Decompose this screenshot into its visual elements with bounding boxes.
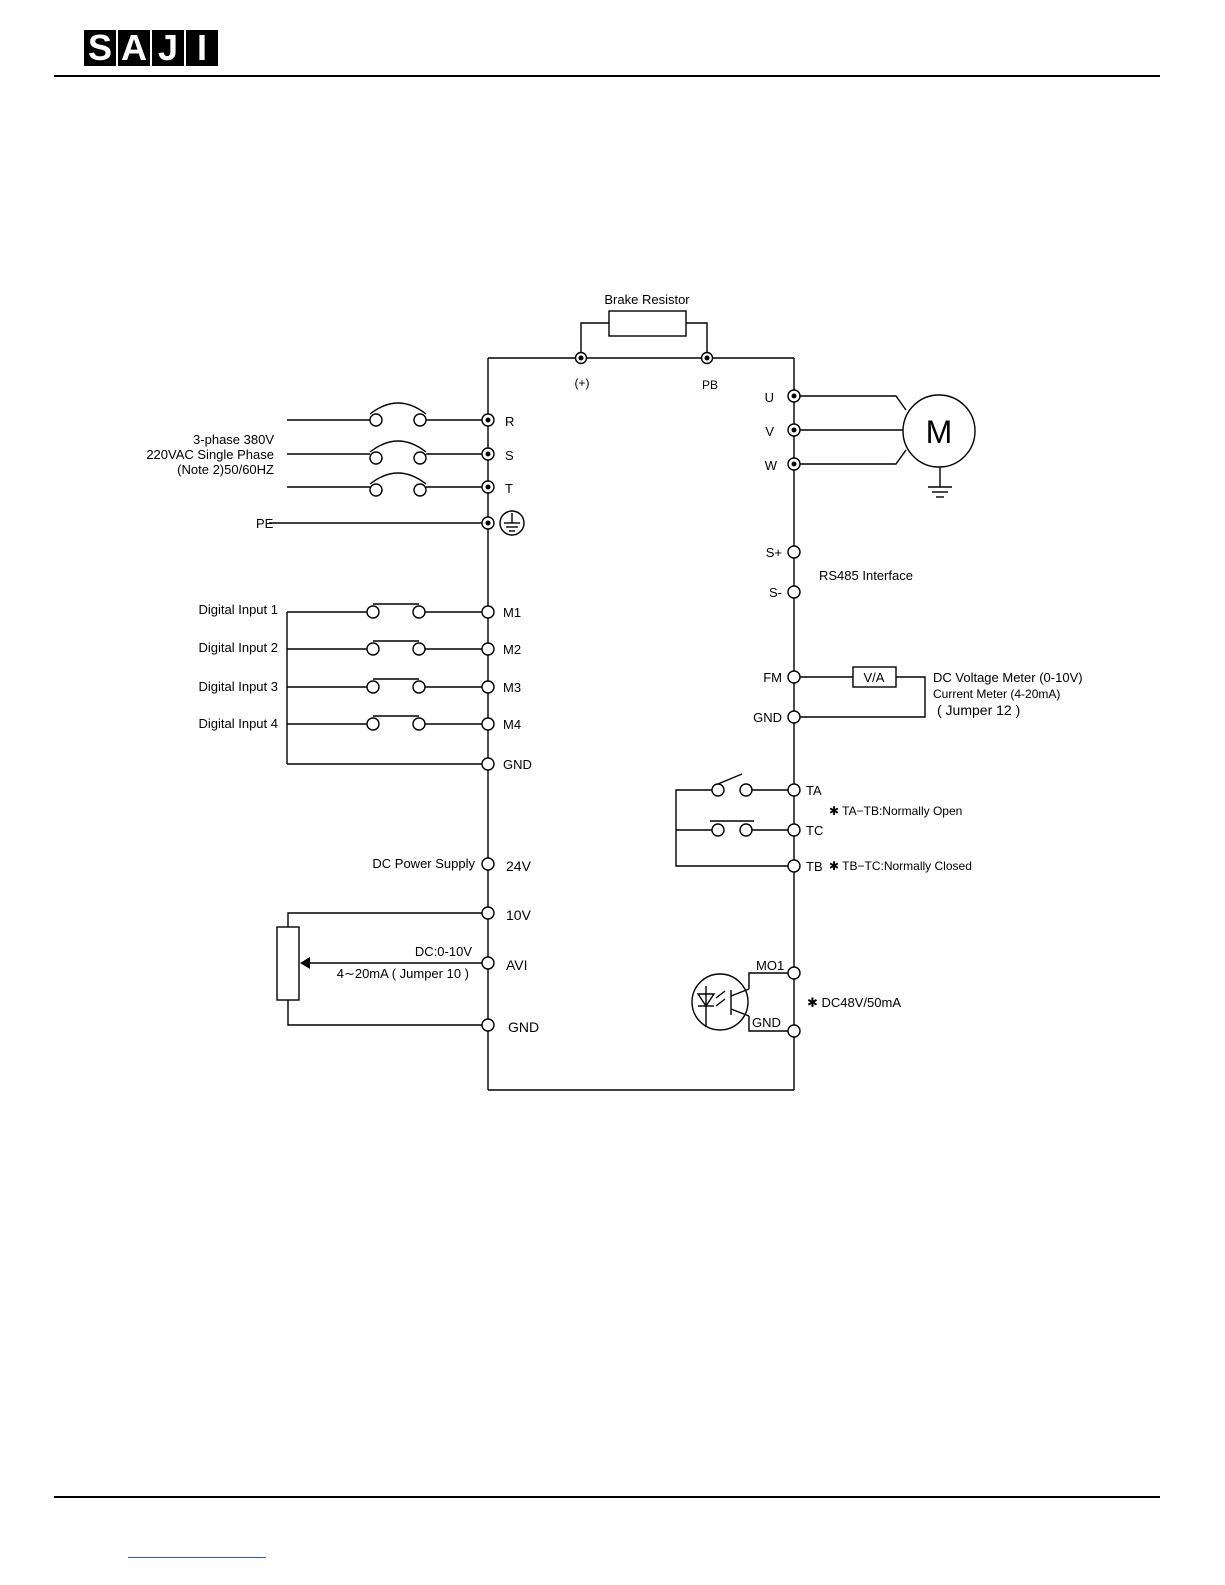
avi-current-label: 4∼20mA ( Jumper 10 ) bbox=[337, 966, 469, 981]
terminal-t-label: T bbox=[505, 481, 513, 496]
logo-letter: S bbox=[84, 30, 116, 66]
terminal-tc bbox=[787, 823, 801, 837]
terminal-gnd-analog-label: GND bbox=[508, 1019, 539, 1035]
terminal-mo1 bbox=[787, 966, 801, 980]
terminal-u-label: U bbox=[765, 390, 774, 405]
terminal-s-minus bbox=[787, 585, 801, 599]
footer-link-underline[interactable] bbox=[128, 1557, 266, 1558]
meter-label-line2: Current Meter (4-20mA) bbox=[933, 687, 1060, 701]
terminal-avi bbox=[481, 956, 495, 970]
motor-wiring bbox=[787, 389, 976, 498]
terminal-gnd-digital bbox=[481, 757, 495, 771]
inverter-enclosure bbox=[487, 357, 795, 1091]
terminal-tc-label: TC bbox=[806, 823, 823, 838]
ta-tb-note: ✱ TA−TB:Normally Open bbox=[829, 804, 962, 818]
brake-resistor-label: Brake Resistor bbox=[604, 292, 690, 307]
header-rule bbox=[54, 75, 1160, 77]
terminal-mo1-label: MO1 bbox=[756, 958, 784, 973]
terminal-24v-label: 24V bbox=[506, 858, 532, 874]
mo1-output bbox=[691, 966, 801, 1038]
logo-letter: J bbox=[152, 30, 184, 66]
logo-letter: I bbox=[186, 30, 218, 66]
terminal-10v-label: 10V bbox=[506, 907, 532, 923]
optocoupler-icon bbox=[691, 973, 749, 1031]
terminal-ta-label: TA bbox=[806, 783, 822, 798]
meter-label-line1: DC Voltage Meter (0-10V) bbox=[933, 670, 1083, 685]
motor-label: M bbox=[926, 414, 953, 450]
terminal-gnd-fm bbox=[787, 710, 801, 724]
power-terminals bbox=[481, 413, 525, 536]
digital-input-2-label: Digital Input 2 bbox=[199, 640, 279, 655]
terminal-m4-label: M4 bbox=[503, 717, 521, 732]
terminal-s-minus-label: S- bbox=[769, 585, 782, 600]
analog-input bbox=[276, 857, 495, 1032]
terminal-m3-label: M3 bbox=[503, 680, 521, 695]
terminal-v-label: V bbox=[765, 424, 774, 439]
terminal-fm-label: FM bbox=[763, 670, 782, 685]
meter-label-line3: ( Jumper 12 ) bbox=[937, 702, 1020, 718]
pe-label: PE bbox=[256, 516, 274, 531]
terminal-ta bbox=[787, 783, 801, 797]
digital-inputs bbox=[286, 603, 495, 771]
motor-icon bbox=[902, 394, 976, 468]
meter-output bbox=[787, 666, 926, 724]
logo-letter: A bbox=[118, 30, 150, 66]
terminal-gnd-mo-label: GND bbox=[752, 1015, 781, 1030]
terminal-m1 bbox=[481, 605, 495, 619]
terminal-10v bbox=[481, 906, 495, 920]
terminal-tb bbox=[787, 859, 801, 873]
terminal-m2-label: M2 bbox=[503, 642, 521, 657]
tb-tc-note: ✱ TB−TC:Normally Closed bbox=[829, 859, 972, 873]
plus-terminal-label: (+) bbox=[575, 376, 590, 390]
terminal-fm bbox=[787, 670, 801, 684]
mo1-rating-note: ✱ DC48V/50mA bbox=[807, 995, 901, 1010]
rs485-label: RS485 Interface bbox=[819, 568, 913, 583]
va-meter-label: V/A bbox=[864, 670, 885, 685]
supply-label-line3: (Note 2)50/60HZ bbox=[177, 462, 274, 477]
terminal-s-plus bbox=[787, 545, 801, 559]
terminal-gnd-mo bbox=[787, 1024, 801, 1038]
terminal-w-label: W bbox=[765, 458, 778, 473]
terminal-tb-label: TB bbox=[806, 859, 823, 874]
terminal-gnd-fm-label: GND bbox=[753, 710, 782, 725]
supply-label-line2: 220VAC Single Phase bbox=[146, 447, 274, 462]
terminal-m3 bbox=[481, 680, 495, 694]
terminal-24v bbox=[481, 857, 495, 871]
terminal-avi-label: AVI bbox=[506, 957, 528, 973]
rs485-terminals bbox=[787, 545, 801, 599]
terminal-r-label: R bbox=[505, 414, 514, 429]
supply-label-line1: 3-phase 380V bbox=[193, 432, 274, 447]
saji-logo: S A J I bbox=[84, 30, 218, 66]
digital-input-1-label: Digital Input 1 bbox=[199, 602, 279, 617]
dc-power-supply-label: DC Power Supply bbox=[372, 856, 475, 871]
digital-input-4-label: Digital Input 4 bbox=[199, 716, 279, 731]
terminal-m2 bbox=[481, 642, 495, 656]
relay-output bbox=[675, 773, 801, 873]
terminal-m1-label: M1 bbox=[503, 605, 521, 620]
terminal-s-label: S bbox=[505, 448, 514, 463]
terminal-m4 bbox=[481, 717, 495, 731]
terminal-gnd-analog bbox=[481, 1018, 495, 1032]
digital-input-3-label: Digital Input 3 bbox=[199, 679, 279, 694]
pb-terminal-label: PB bbox=[702, 378, 718, 392]
potentiometer-icon bbox=[276, 926, 300, 1001]
brake-resistor bbox=[574, 310, 714, 365]
terminal-gnd-digital-label: GND bbox=[503, 757, 532, 772]
footer-rule bbox=[54, 1496, 1160, 1498]
terminal-s-plus-label: S+ bbox=[766, 545, 782, 560]
supply-breakers bbox=[269, 402, 483, 524]
avi-voltage-label: DC:0-10V bbox=[415, 944, 472, 959]
